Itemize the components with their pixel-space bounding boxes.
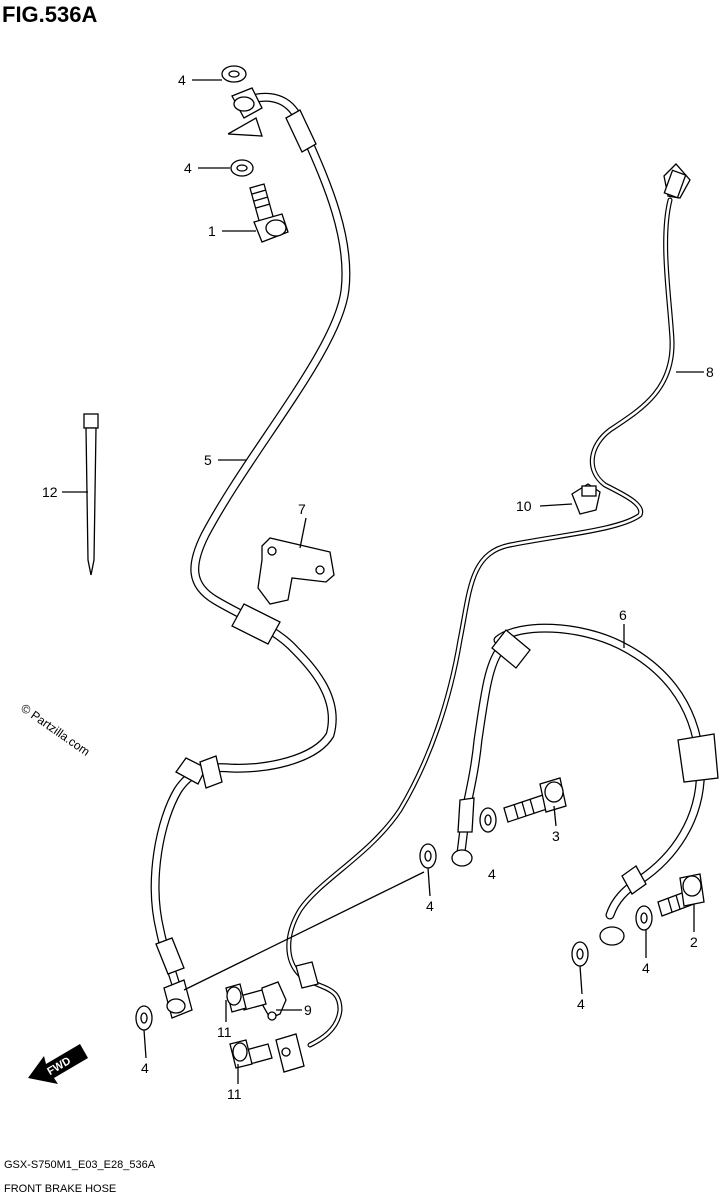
figure-name: FRONT BRAKE HOSE [4,1183,116,1195]
figure-code: GSX-S750M1_E03_E28_536A [4,1159,156,1171]
callout-hose-5: 5 [204,452,212,468]
callout-bolt-2: 2 [690,934,698,950]
callout-washer-right-a: 4 [642,960,650,976]
washer-right-b[interactable] [571,941,589,967]
screw-11b[interactable] [229,1039,273,1069]
washer-right-a[interactable] [635,905,653,931]
brake-hose-6[interactable] [451,623,719,946]
callout-washer-left: 4 [141,1060,149,1076]
callout-clamp-9: 9 [304,1002,312,1018]
callout-washer-mid-a: 4 [426,898,434,914]
callout-bolt-1: 1 [208,223,216,239]
callout-screw-11a: 11 [217,1024,232,1040]
assembly-guide-lines [183,117,425,991]
figure-title: FIG.536A [2,2,97,27]
sensor-wire-8[interactable] [275,163,691,1073]
callout-clamp-10: 10 [516,498,532,514]
callout-washer-upper: 4 [184,160,192,176]
callouts: 4 4 1 5 7 8 10 12 6 3 4 4 2 4 4 9 11 [42,72,714,1102]
banjo-bolt-1[interactable] [249,183,289,243]
watermark: © Partzilla.com [18,701,92,759]
washer-mid-b[interactable] [479,807,497,833]
washer-mid-a[interactable] [419,843,437,869]
bracket-7[interactable] [257,537,335,605]
callout-washer-right-b: 4 [577,996,585,1012]
callout-hose-6: 6 [619,607,627,623]
clamp-10[interactable] [571,483,601,515]
callout-bolt-3: 3 [552,828,560,844]
screw-11a[interactable] [225,983,267,1013]
fwd-arrow-icon: FWD [28,1044,88,1084]
banjo-bolt-2[interactable] [657,873,705,917]
cable-tie-12[interactable] [83,413,99,576]
callout-washer-top: 4 [178,72,186,88]
washer-upper[interactable] [230,159,254,177]
callout-harness-8: 8 [706,364,714,380]
callout-tie-12: 12 [42,484,58,500]
washer-left[interactable] [135,1005,153,1031]
clamp-9[interactable] [261,981,287,1021]
callout-bracket-7: 7 [298,501,306,517]
callout-screw-11b: 11 [227,1086,242,1102]
banjo-bolt-3[interactable] [503,777,567,823]
callout-washer-mid-b: 4 [488,866,496,882]
washer-top[interactable] [221,65,247,83]
